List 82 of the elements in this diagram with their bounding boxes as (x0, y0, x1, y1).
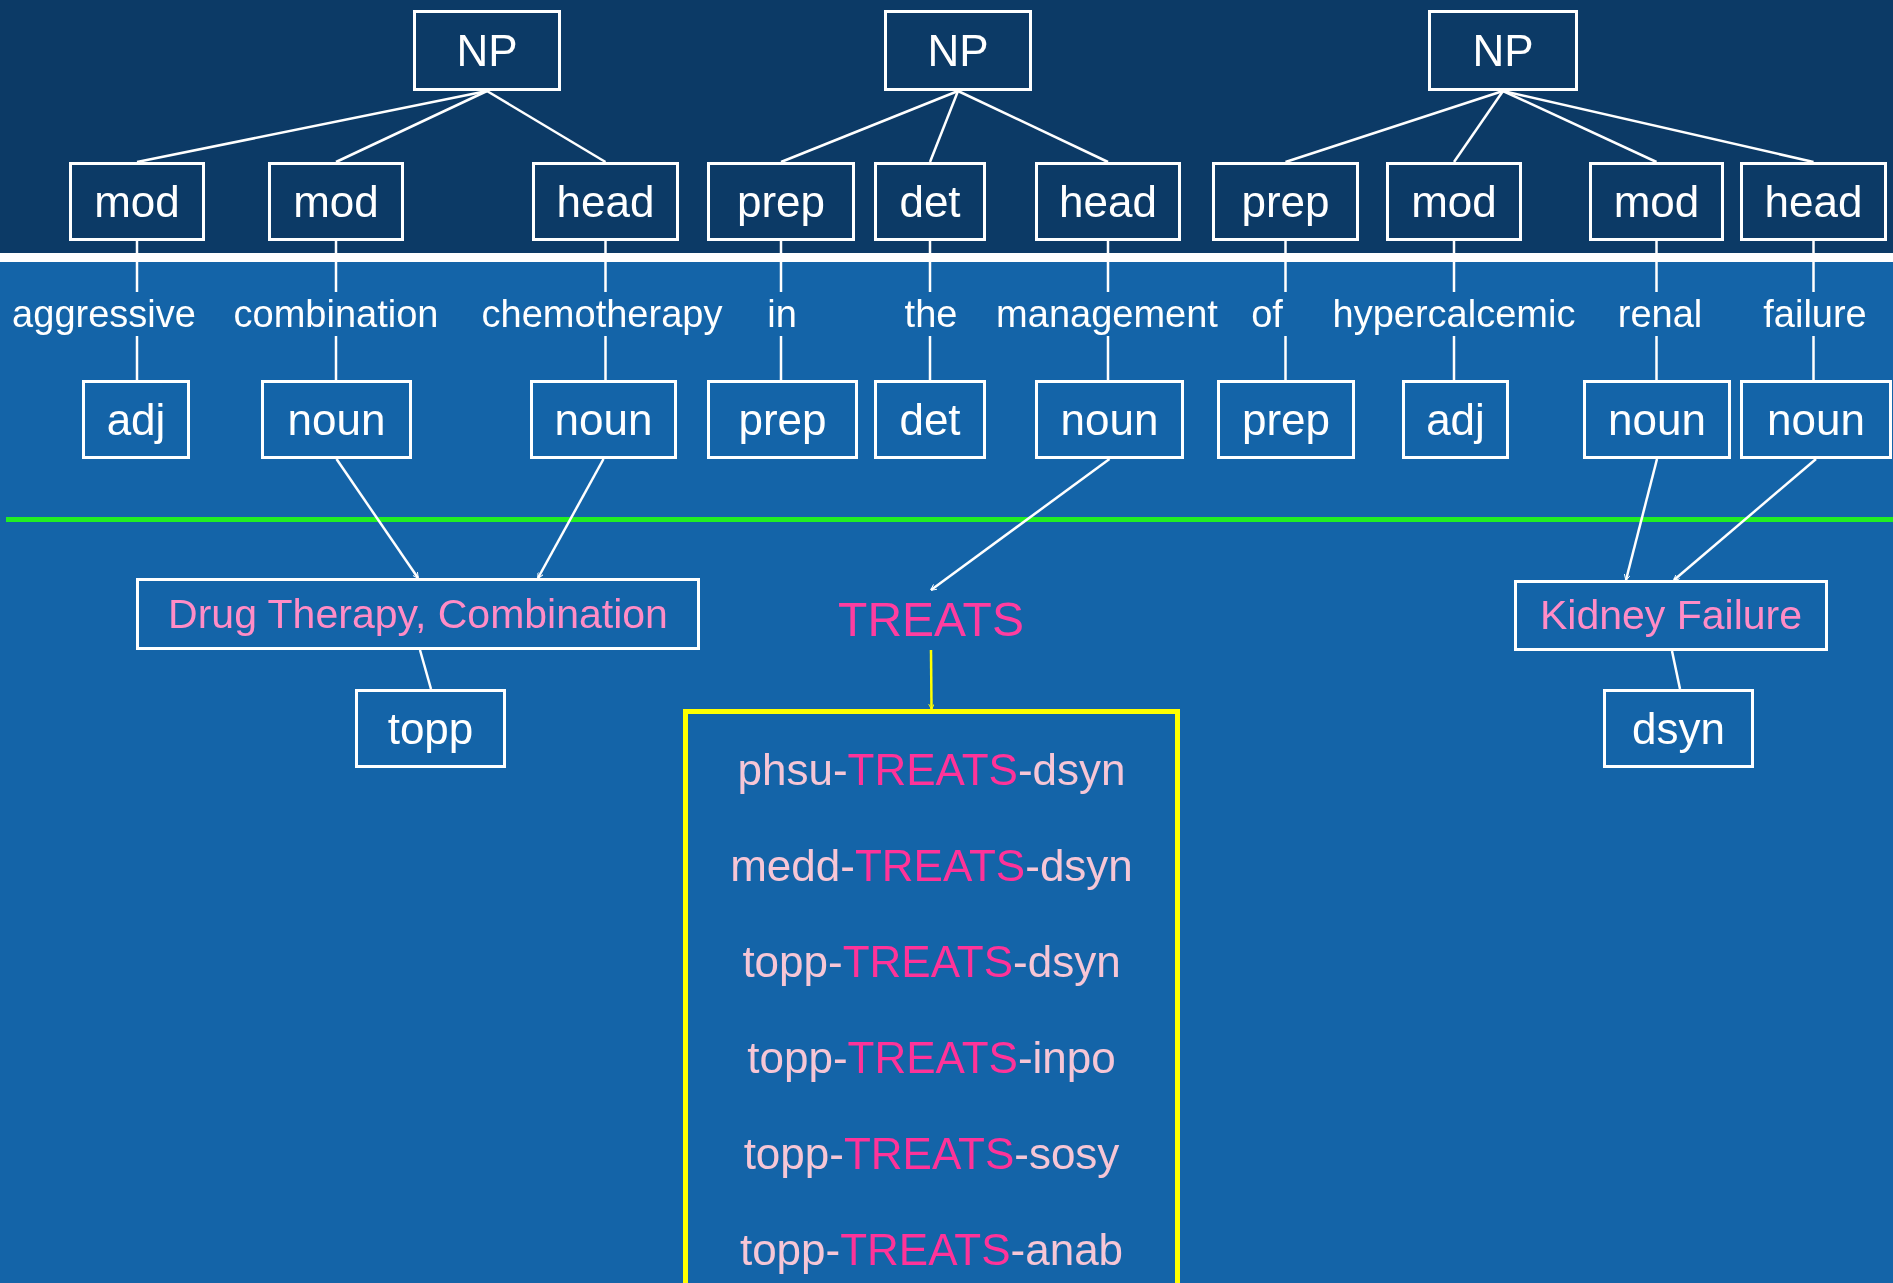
pos-box: noun (1035, 380, 1184, 459)
connector-line (334, 336, 338, 380)
type-box: dsyn (1603, 689, 1754, 768)
connector-line (135, 336, 139, 380)
connector-line (1812, 336, 1815, 380)
predication-text: topp-TREATS-anab (739, 1224, 1124, 1276)
predication-text: topp-TREATS-inpo (747, 1032, 1116, 1084)
connector-line (957, 89, 1109, 164)
arrow (1673, 458, 1817, 581)
role-box: prep (1212, 162, 1359, 241)
predication-text: topp-TREATS-sosy (743, 1128, 1120, 1180)
phrase-box: NP (1428, 10, 1578, 91)
concept-box: Kidney Failure (1514, 580, 1828, 651)
connector-line (135, 241, 139, 292)
word-text: renal (1617, 292, 1703, 336)
connector-line (1452, 90, 1505, 163)
role-box: head (1740, 162, 1887, 241)
connector-line (1284, 241, 1287, 292)
pos-box: noun (1583, 380, 1731, 459)
predication-text: topp-TREATS-dsyn (742, 936, 1121, 988)
connector-line (928, 90, 960, 163)
predication-text: phsu-TREATS-dsyn (737, 744, 1126, 796)
connector-line (1670, 650, 1682, 690)
role-box: head (1035, 162, 1181, 241)
phrase-box: NP (884, 10, 1032, 91)
arrow (928, 650, 935, 711)
predication-list-box (683, 709, 1180, 1283)
role-box: mod (1589, 162, 1724, 241)
connector-line (928, 241, 932, 292)
role-box: det (874, 162, 986, 241)
word-text: aggressive (12, 292, 196, 336)
arrow (335, 458, 420, 579)
word-text: chemotherapy (481, 292, 723, 336)
role-box: head (532, 162, 679, 241)
word-text: in (767, 292, 797, 336)
connector-line (779, 241, 783, 292)
connector-line (486, 89, 607, 164)
arrow (1624, 458, 1659, 582)
predication-text: medd-TREATS-dsyn (730, 840, 1133, 892)
pos-box: prep (707, 380, 858, 459)
connector-line (1502, 89, 1658, 164)
connector-line (928, 336, 932, 380)
word-text: hypercalcemic (1332, 292, 1576, 336)
connector-line (1812, 241, 1815, 292)
pos-box: noun (1740, 380, 1892, 459)
connector-line (1502, 89, 1814, 164)
word-text: of (1251, 292, 1283, 336)
connector-line (1285, 89, 1504, 164)
role-box: mod (69, 162, 205, 241)
type-box: topp (355, 689, 506, 768)
connector-line (1655, 241, 1658, 292)
connector-line (334, 241, 338, 292)
connector-line (604, 336, 607, 380)
role-box: mod (268, 162, 404, 241)
role-box: prep (707, 162, 855, 241)
arrow (930, 458, 1111, 591)
phrase-box: NP (413, 10, 561, 91)
connector-line (604, 241, 607, 292)
connector-line (1655, 336, 1658, 380)
concept-box: Drug Therapy, Combination (136, 578, 700, 650)
pos-box: prep (1217, 380, 1355, 459)
word-text: combination (233, 292, 439, 336)
connector-line (418, 649, 433, 690)
connector-line (780, 89, 959, 164)
connector-line (1106, 336, 1110, 380)
pos-box: det (874, 380, 986, 459)
connector-line (1106, 241, 1110, 292)
connector-line (1284, 336, 1287, 380)
word-text: failure (1763, 292, 1867, 336)
pos-box: adj (1402, 380, 1509, 459)
pos-box: noun (261, 380, 412, 459)
connector-line (1452, 241, 1456, 292)
connector-line (1452, 336, 1456, 380)
word-text: the (904, 292, 958, 336)
pos-box: noun (530, 380, 677, 459)
arrow (536, 458, 605, 579)
connector-line (335, 89, 488, 164)
connector-line (779, 336, 783, 380)
role-box: mod (1386, 162, 1522, 241)
relation-text: TREATS (838, 590, 1024, 650)
pos-box: adj (82, 380, 190, 459)
word-text: management (996, 292, 1218, 336)
